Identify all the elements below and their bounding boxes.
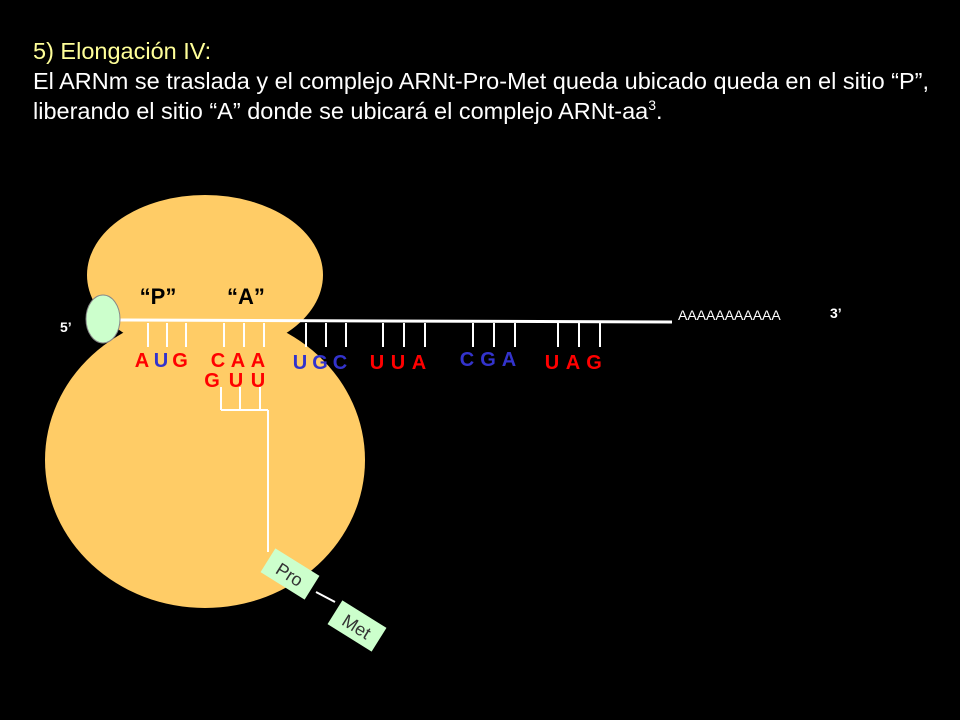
codon-base: A (135, 350, 149, 372)
codon-base: C (460, 349, 474, 371)
mrna-strand (114, 318, 673, 324)
codon-base: G (172, 350, 188, 372)
five-prime-cap (85, 294, 121, 344)
amino-acid-met: Met (327, 600, 387, 652)
met-box (327, 600, 387, 652)
site-a-label: “A” (227, 284, 265, 309)
codon-base: A (566, 352, 580, 374)
slide-body-text: El ARNm se traslada y el complejo ARNt-P… (33, 68, 930, 124)
slide-heading: 5) Elongación IV: (33, 38, 212, 64)
site-p-label: “P” (140, 284, 177, 309)
pro-box (260, 548, 320, 600)
slide-body-end: . (656, 98, 663, 124)
codon-base: U (545, 352, 559, 374)
ribosome-large-subunit (45, 312, 365, 608)
poly-a-tail: AAAAAAAAAAA (678, 307, 781, 323)
peptide-bond (315, 591, 336, 603)
slide-body-superscript: 3 (648, 97, 657, 114)
codon-base: U (391, 352, 405, 374)
codon-base: U (154, 350, 168, 372)
codon-base: C (333, 352, 347, 374)
codon-base: U (370, 352, 384, 374)
anticodon-base: G (204, 370, 220, 392)
codon-base: A (412, 352, 426, 374)
ribosome-small-subunit (87, 195, 323, 355)
anticodon-base: U (229, 370, 243, 392)
codon-base: A (231, 350, 245, 372)
codon-base: C (211, 350, 225, 372)
anticodon-base: U (251, 370, 265, 392)
codon-base: U (293, 352, 307, 374)
five-prime-label: 5’ (60, 319, 72, 335)
three-prime-label: 3’ (830, 305, 842, 321)
codon-base: G (586, 352, 602, 374)
codon-base: A (251, 350, 265, 372)
codon-base: G (312, 352, 328, 374)
codon-base: G (480, 349, 496, 371)
codon-base: A (502, 349, 516, 371)
slide-text: 5) Elongación IV: El ARNm se traslada y … (33, 36, 933, 126)
slide-body: El ARNm se traslada y el complejo ARNt-P… (33, 66, 933, 126)
